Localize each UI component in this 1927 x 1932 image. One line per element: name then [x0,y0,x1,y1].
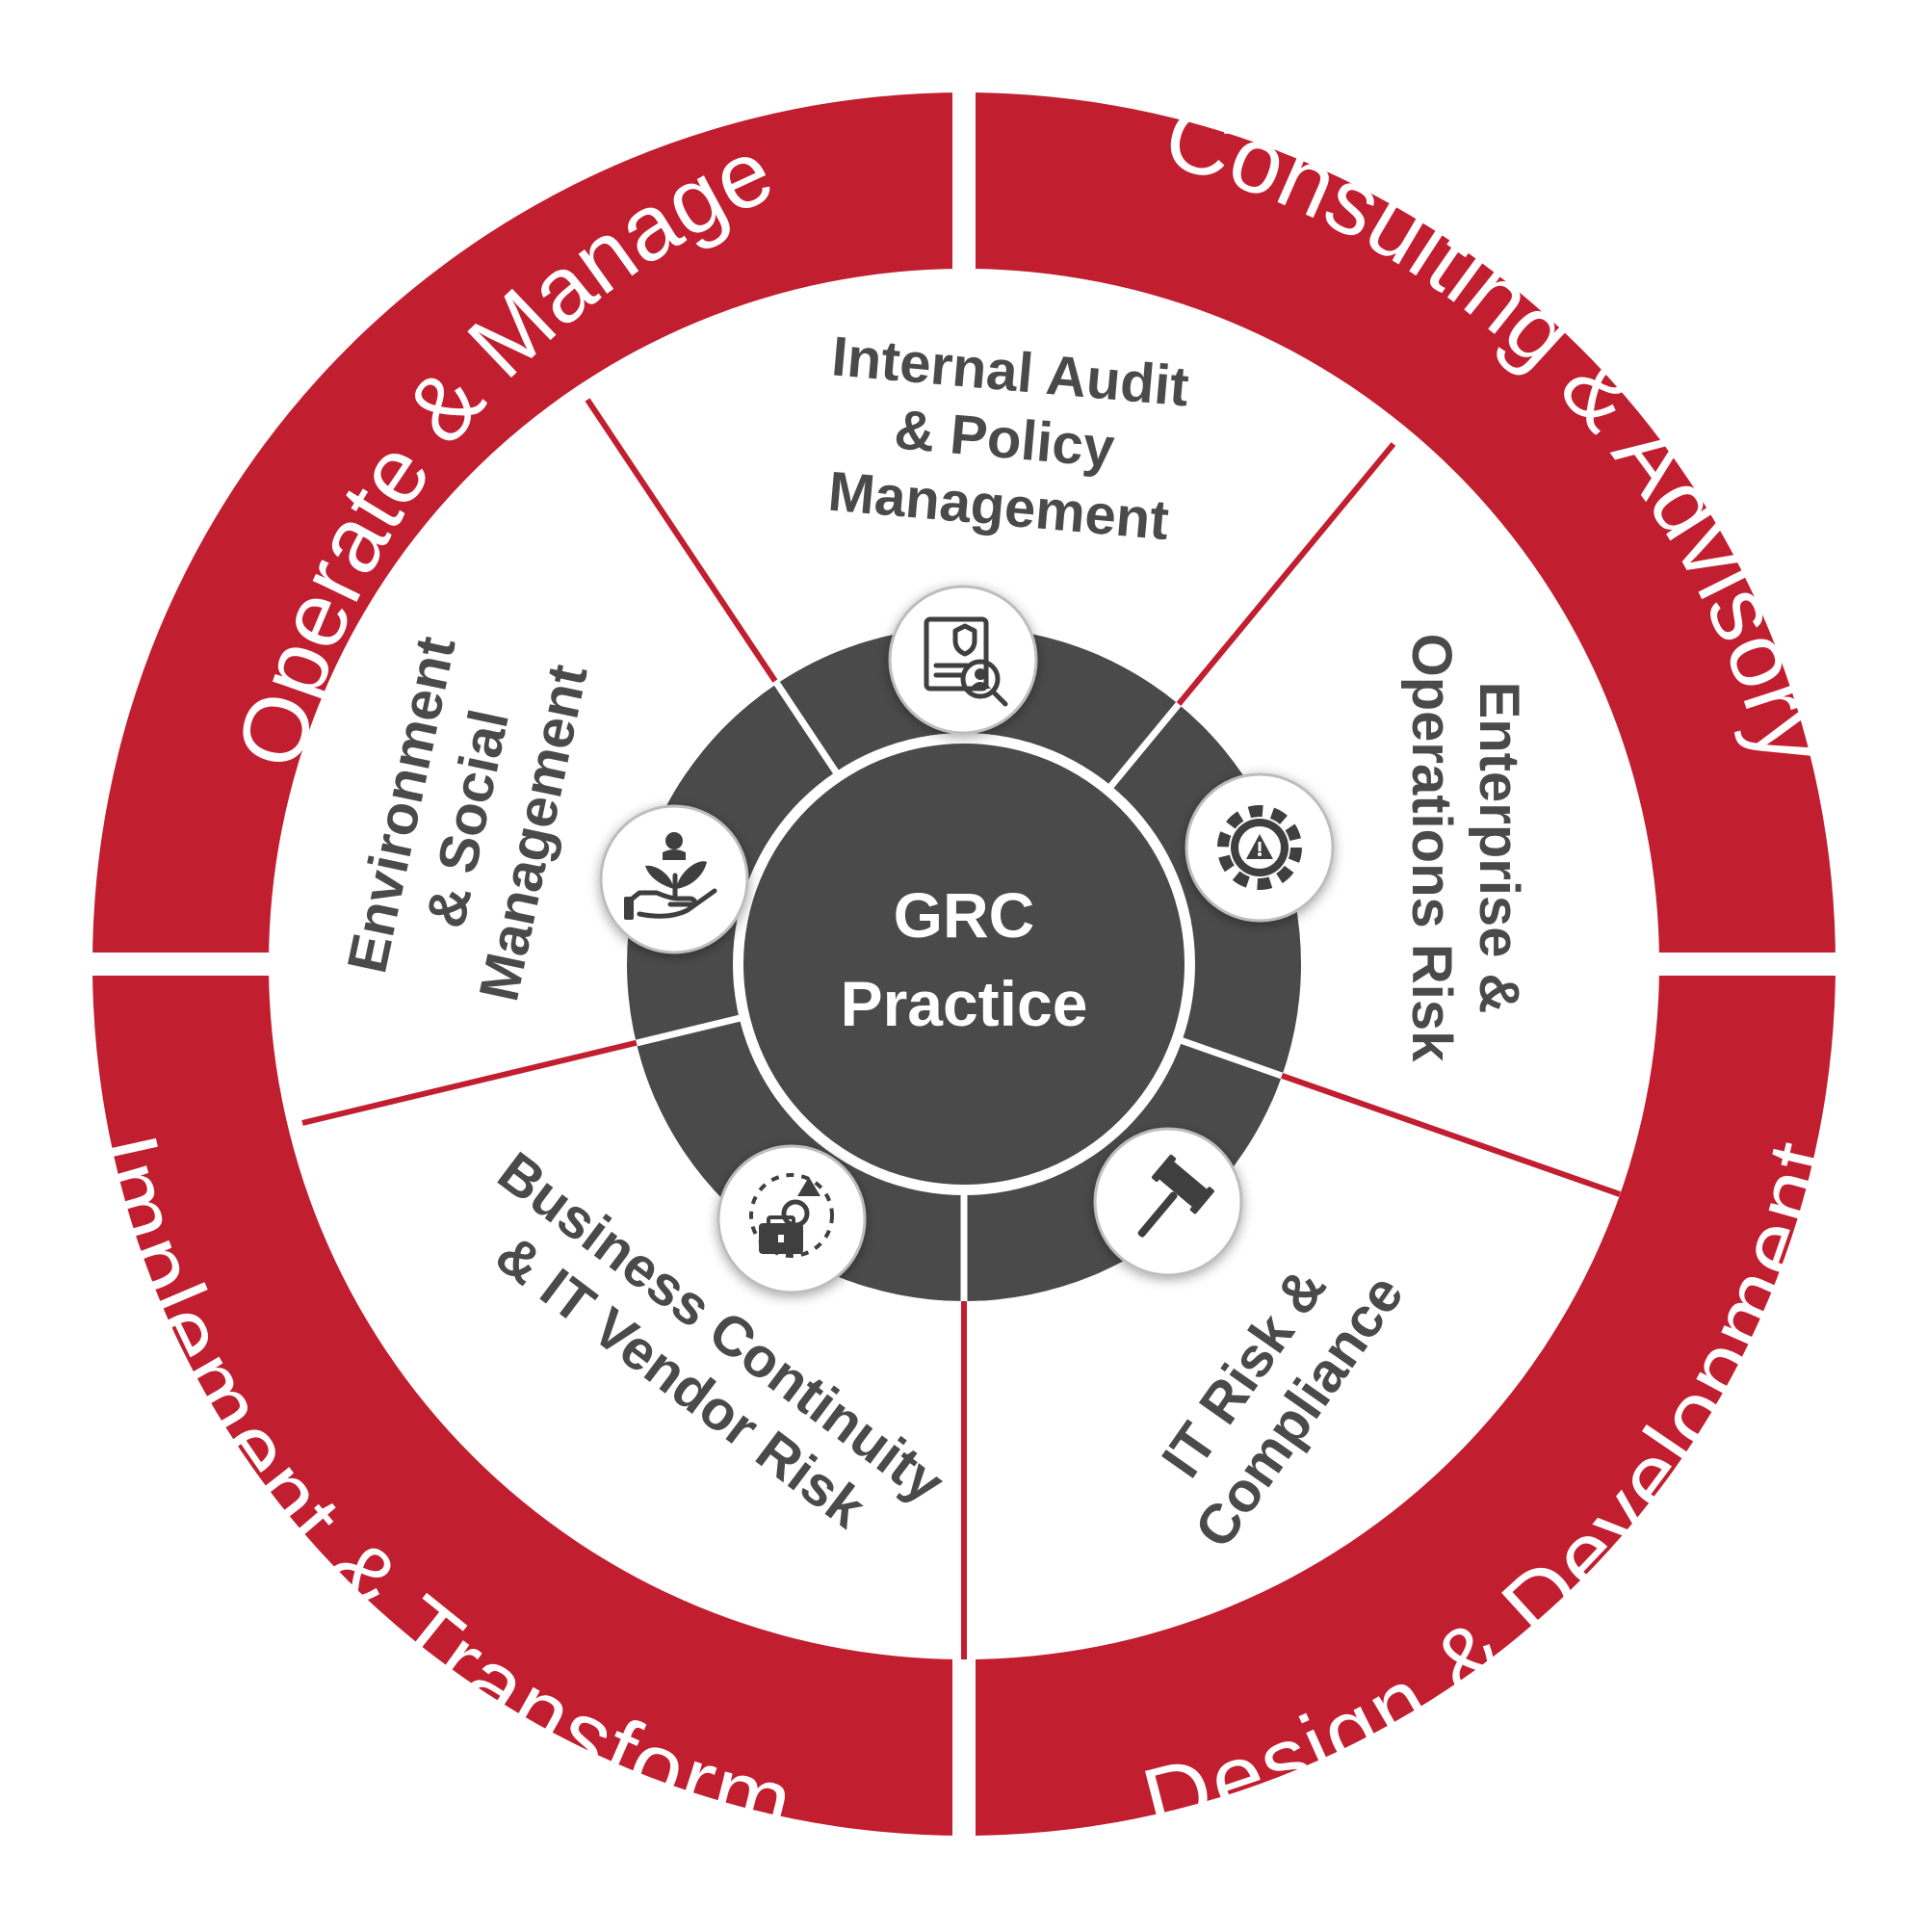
segment-label-line: Operations Risk [1400,634,1463,1063]
gavel-icon [1093,1127,1243,1277]
plant-hand-icon [599,804,749,954]
center-title-line2: Practice [841,968,1088,1039]
center-title-line1: GRC [894,879,1035,951]
audit-document-magnifier-icon [888,585,1038,735]
segment-label-line: Enterprise & [1468,682,1530,1014]
continuity-toolbox-icon [716,1144,867,1294]
gear-warning-icon [1185,772,1335,923]
segment-internal-audit: Internal Audit & Policy Management [825,325,1191,552]
segment-enterprise-risk: Enterprise & Operations Risk [1400,634,1530,1063]
center-disc [743,744,1185,1185]
